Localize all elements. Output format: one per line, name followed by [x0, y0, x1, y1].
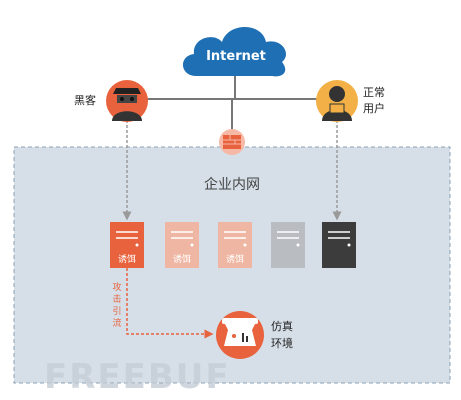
user-label-line1: 正常 [363, 86, 385, 99]
sim-env-label-line1: 仿真 [271, 319, 293, 333]
server-decoy-3: 诱饵 [218, 222, 252, 268]
server-faded [271, 222, 305, 268]
server-1-label: 诱饵 [118, 253, 136, 265]
server-2-label: 诱饵 [173, 253, 191, 265]
hacker-icon [106, 80, 148, 122]
intranet-label: 企业内网 [204, 176, 260, 193]
simulated-environment-icon [216, 311, 264, 359]
attack-redirect-path [126, 268, 214, 339]
firewall-icon [219, 129, 245, 155]
server-decoy-2: 诱饵 [165, 222, 199, 268]
internet-cloud-icon: Internet [182, 27, 287, 77]
freebuf-watermark: FREEBUF [44, 357, 231, 397]
svg-text:流: 流 [112, 317, 121, 329]
normal-user-icon [316, 80, 358, 122]
svg-text:攻: 攻 [112, 281, 121, 293]
svg-text:击: 击 [112, 293, 121, 305]
hacker-label: 黑客 [74, 93, 96, 107]
server-decoy-1: 诱饵 [110, 222, 144, 268]
server-real [322, 222, 356, 268]
svg-text:引: 引 [112, 306, 121, 317]
user-label-line2: 用户 [363, 101, 385, 115]
internet-label: Internet [206, 49, 266, 64]
server-3-label: 诱饵 [226, 253, 244, 265]
sim-env-label-line2: 环境 [271, 336, 293, 350]
attack-path-label: 攻 击 引 流 [112, 281, 121, 329]
